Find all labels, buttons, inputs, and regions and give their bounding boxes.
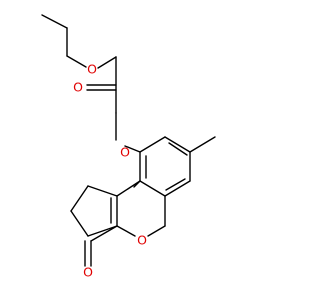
- bond: [116, 225, 136, 237]
- bond: [70, 210, 89, 237]
- bond: [139, 180, 166, 197]
- bond: [90, 225, 118, 242]
- bond: [147, 225, 166, 237]
- bond: [164, 180, 191, 197]
- bond: [41, 14, 68, 29]
- bond: [124, 145, 141, 153]
- bond: [87, 185, 118, 197]
- bond: [133, 180, 141, 188]
- bond: [116, 180, 141, 197]
- atom-label-o: O: [83, 265, 93, 280]
- atom-label-o: O: [137, 233, 147, 248]
- bond: [164, 136, 191, 153]
- atom-label-o: O: [73, 80, 83, 95]
- bond: [139, 136, 166, 153]
- bond: [189, 136, 216, 153]
- bond: [165, 178, 186, 191]
- bond: [168, 142, 188, 156]
- bond: [97, 56, 117, 69]
- structure-drawing: O O O O O: [41, 14, 216, 280]
- bond: [70, 185, 89, 212]
- bond: [87, 225, 118, 237]
- bond: [66, 55, 87, 68]
- atom-label-o: O: [120, 145, 130, 160]
- atom-label-o: O: [87, 62, 97, 77]
- molecule-canvas: O O O O O: [41, 14, 216, 280]
